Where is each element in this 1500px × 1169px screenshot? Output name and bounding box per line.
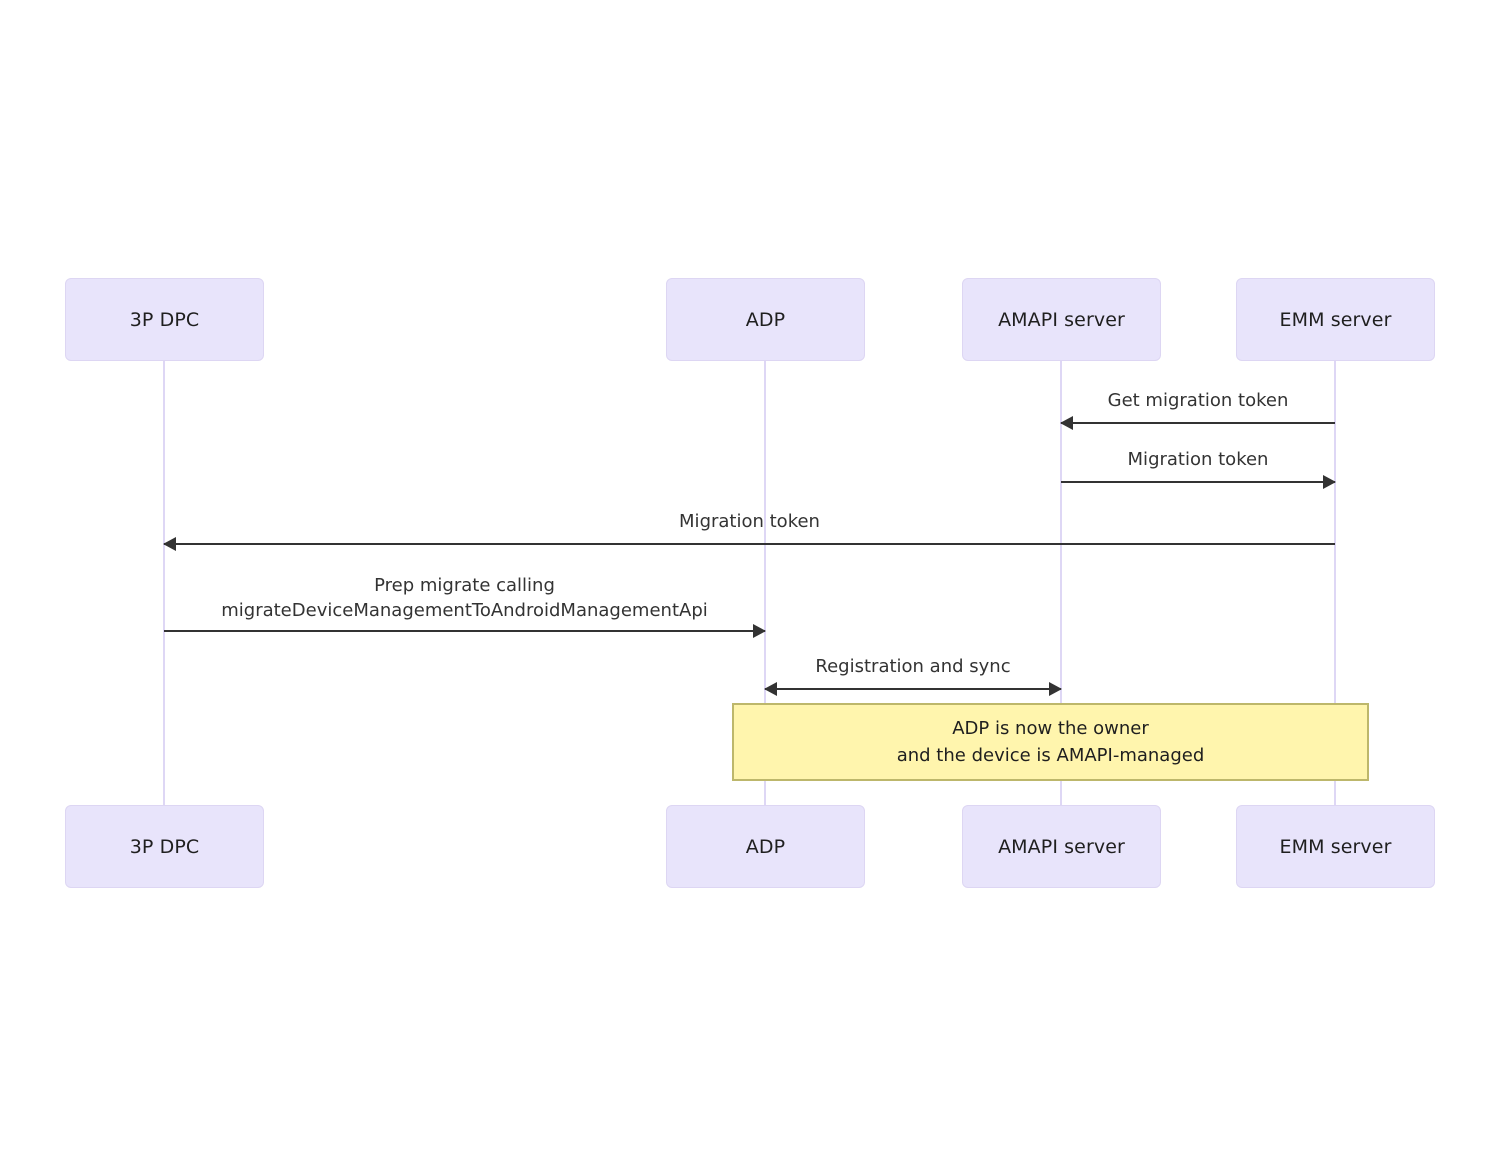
participant-bottom-amapi[interactable]: AMAPI server: [962, 805, 1161, 888]
arrowhead-left-icon: [1060, 416, 1073, 430]
lifeline-dpc: [163, 361, 165, 805]
message-line: [765, 688, 1061, 690]
message-label: Migration token: [679, 511, 820, 532]
participant-top-adp[interactable]: ADP: [666, 278, 865, 361]
lifeline-emm: [1334, 361, 1336, 805]
participant-top-emm[interactable]: EMM server: [1236, 278, 1435, 361]
participant-top-amapi[interactable]: AMAPI server: [962, 278, 1161, 361]
participant-label: 3P DPC: [129, 835, 200, 858]
participant-label: EMM server: [1279, 835, 1392, 858]
message-label: Prep migrate calling migrateDeviceManage…: [221, 575, 708, 621]
message-line: [164, 543, 1335, 545]
participant-bottom-emm[interactable]: EMM server: [1236, 805, 1435, 888]
lifeline-adp: [764, 361, 766, 805]
message-line: [164, 630, 765, 632]
participant-label: AMAPI server: [998, 308, 1125, 331]
participant-top-dpc[interactable]: 3P DPC: [65, 278, 264, 361]
participant-bottom-dpc[interactable]: 3P DPC: [65, 805, 264, 888]
message-label: Migration token: [1127, 449, 1269, 470]
arrowhead-right-icon: [1323, 475, 1336, 489]
message-label: Registration and sync: [815, 656, 1011, 677]
arrowhead-right-icon: [753, 624, 766, 638]
arrowhead-left-icon: [764, 682, 777, 696]
message-line: [1061, 422, 1335, 424]
participant-label: 3P DPC: [129, 308, 200, 331]
participant-bottom-adp[interactable]: ADP: [666, 805, 865, 888]
participant-label: ADP: [745, 308, 786, 331]
participant-label: ADP: [745, 835, 786, 858]
lifeline-amapi: [1060, 361, 1062, 805]
message-line: [1061, 481, 1335, 483]
participant-label: AMAPI server: [998, 835, 1125, 858]
message-label: Get migration token: [1107, 390, 1289, 411]
arrowhead-right-icon: [1049, 682, 1062, 696]
arrowhead-left-icon: [163, 537, 176, 551]
note-adp-owner: ADP is now the owner and the device is A…: [732, 703, 1369, 781]
participant-label: EMM server: [1279, 308, 1392, 331]
